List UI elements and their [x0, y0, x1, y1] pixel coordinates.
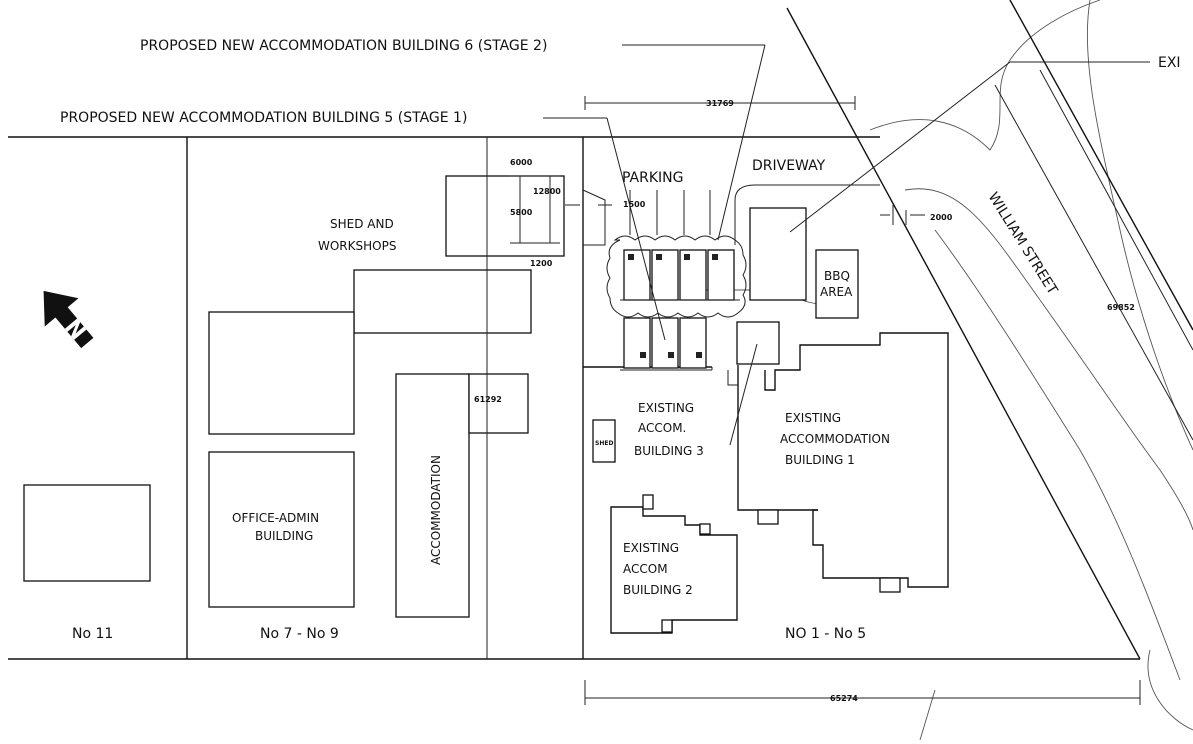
shed-small-label: SHED	[595, 440, 613, 447]
bbq-area-box	[815, 249, 859, 319]
parking-label: PARKING	[622, 170, 683, 186]
dim-2000: 2000	[930, 213, 953, 222]
william-street-edges	[994, 69, 1193, 441]
existing-building-1	[764, 332, 949, 588]
dimension-lines	[486, 96, 1141, 705]
accommodation-building	[395, 373, 470, 618]
dim-69852: 69852	[1107, 303, 1135, 312]
north-arrow-icon: N	[43, 290, 94, 349]
accommodation-label: ACCOMMODATION	[429, 455, 443, 565]
existing-structure-top	[749, 207, 807, 301]
existing-3-line2: ACCOM.	[638, 421, 686, 435]
small-square	[736, 321, 780, 365]
dim-1200: 1200	[530, 259, 553, 268]
lot-no1-5: NO 1 - No 5	[785, 626, 866, 642]
existing-2-line1: EXISTING	[623, 541, 679, 555]
office-line1: OFFICE-ADMIN	[232, 511, 319, 525]
existing-building-2	[610, 506, 738, 634]
dim-61292: 61292	[474, 395, 502, 404]
existing-1-line3: BUILDING 1	[785, 453, 855, 467]
dim-top-width: 31769	[706, 99, 734, 108]
bbq-line1: BBQ	[824, 269, 850, 283]
existing-1-line2: ACCOMMODATION	[780, 432, 890, 446]
shed-workshops-line2: WORKSHOPS	[318, 239, 396, 253]
william-street-label: WILLIAM STREET	[985, 190, 1061, 298]
dim-5800: 5800	[510, 208, 533, 217]
accommodation-annex	[468, 373, 529, 434]
bbq-line2: AREA	[820, 285, 853, 299]
lot-no7-9: No 7 - No 9	[260, 626, 339, 642]
dim-12800: 12800	[533, 187, 561, 196]
lot-no11: No 11	[72, 626, 113, 642]
existing-1-line1: EXISTING	[785, 411, 841, 425]
existing-2-line2: ACCOM	[623, 562, 668, 576]
existing-2-line3: BUILDING 2	[623, 583, 693, 597]
callout-existing: EXI	[1158, 55, 1181, 71]
callout-leaders	[543, 44, 1150, 446]
dim-bottom-width: 65274	[830, 694, 858, 703]
dim-1500: 1500	[623, 200, 646, 209]
shed-small	[592, 419, 616, 463]
callout-building-6: PROPOSED NEW ACCOMMODATION BUILDING 6 (S…	[140, 38, 547, 54]
existing-3-line1: EXISTING	[638, 401, 694, 415]
proposed-buildings	[606, 235, 747, 371]
shed-workshops-line1: SHED AND	[330, 217, 394, 231]
callout-building-5: PROPOSED NEW ACCOMMODATION BUILDING 5 (S…	[60, 110, 467, 126]
driveway-label: DRIVEWAY	[752, 158, 826, 174]
dim-6000: 6000	[510, 158, 533, 167]
office-admin-building	[208, 451, 355, 608]
no11-building	[23, 484, 151, 582]
driveway-outline	[582, 184, 880, 246]
lot-boundaries	[8, 0, 1193, 660]
office-line2: BUILDING	[255, 529, 313, 543]
existing-3-line3: BUILDING 3	[634, 444, 704, 458]
